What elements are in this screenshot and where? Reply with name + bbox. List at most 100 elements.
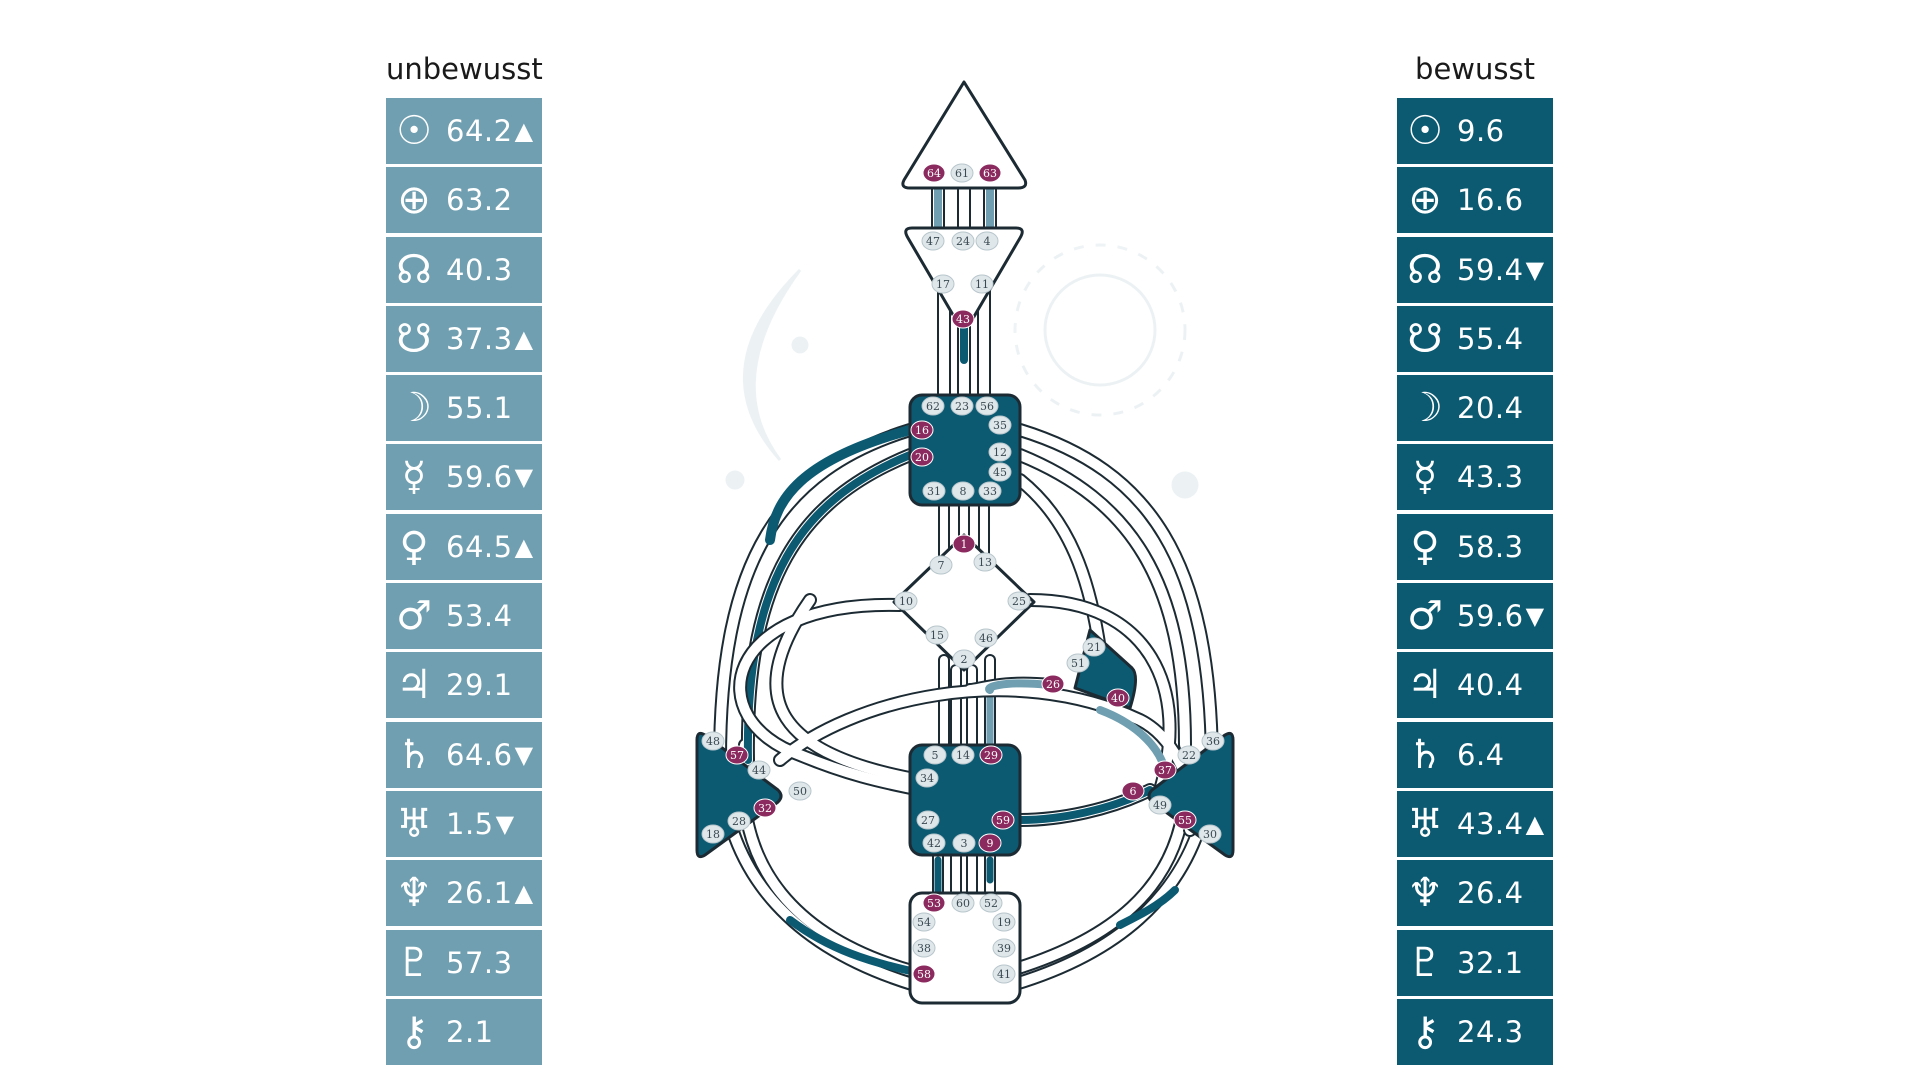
- gate-number: 14: [956, 749, 970, 762]
- gate-27: 27: [916, 810, 940, 830]
- gate-bubble: [1007, 591, 1031, 611]
- planet-gate-value: 64.5: [446, 529, 513, 564]
- gate-bubble: [1177, 745, 1201, 765]
- gate-number: 8: [960, 485, 967, 498]
- gate-bubble: [910, 447, 934, 467]
- planet-row: ♆26.1▲: [386, 860, 542, 927]
- north-node-icon: ☊: [1407, 246, 1443, 293]
- gate-number: 48: [706, 735, 720, 748]
- planet-gate-value: 64.2: [446, 114, 513, 148]
- gate-bubble: [978, 481, 1002, 501]
- gate-37: 37: [1153, 760, 1177, 780]
- gate-49: 49: [1148, 795, 1172, 815]
- moon-icon: ☽: [1407, 385, 1443, 432]
- gate-bubble: [929, 555, 953, 575]
- jupiter-icon: ♃: [1407, 662, 1443, 709]
- venus-icon: ♀: [399, 523, 429, 570]
- gate-bubble: [1198, 824, 1222, 844]
- gate-24: 24: [951, 231, 975, 251]
- gate-number: 53: [927, 897, 941, 910]
- planet-gate-value: 59.6: [1457, 599, 1524, 634]
- planet-gate-value: 24.3: [1457, 1014, 1524, 1049]
- gate-number: 1: [961, 538, 968, 551]
- gate-36: 36: [1201, 731, 1225, 751]
- gate-bubble: [974, 628, 998, 648]
- gate-10: 10: [894, 591, 918, 611]
- gate-number: 6: [1130, 785, 1137, 798]
- planet-row: ☽ 20.4: [1397, 375, 1553, 442]
- gate-64: 64: [922, 163, 946, 183]
- gate-bubble: [1106, 688, 1130, 708]
- gate-bubble: [922, 481, 946, 501]
- saturn-icon: ♄: [1407, 731, 1443, 778]
- gate-number: 13: [978, 556, 992, 569]
- gate-number: 57: [730, 749, 744, 762]
- gate-23: 23: [950, 396, 974, 416]
- root-center: [908, 891, 1022, 1005]
- gate-number: 63: [983, 167, 997, 180]
- planet-gate-value: 9.6: [1457, 114, 1505, 148]
- uranus-icon: ♅: [396, 800, 432, 847]
- gate-number: 26: [1046, 678, 1060, 691]
- planet-row: ♅43.4▲: [1397, 790, 1553, 857]
- gate-number: 54: [917, 916, 931, 929]
- gate-7: 7: [929, 555, 953, 575]
- gate-number: 12: [993, 446, 1007, 459]
- gate-number: 17: [936, 278, 950, 291]
- gate-number: 38: [917, 942, 931, 955]
- gate-63: 63: [978, 163, 1002, 183]
- gate-bubble: [915, 768, 939, 788]
- gate-18: 18: [701, 824, 725, 844]
- earth-icon: ⊕: [397, 177, 431, 224]
- planet-row: ♅1.5▼: [386, 790, 542, 857]
- gate-bubble: [952, 833, 976, 853]
- gate-number: 59: [996, 814, 1010, 827]
- gate-number: 51: [1071, 657, 1085, 670]
- planet-row: ☉9.6: [1397, 98, 1553, 164]
- gate-number: 55: [1178, 814, 1192, 827]
- chiron-icon: ⚷: [399, 1008, 429, 1055]
- gate-bubble: [921, 396, 945, 416]
- gate-62: 62: [921, 396, 945, 416]
- conscious-column-title: bewusst: [1415, 52, 1535, 86]
- chiron-icon: ⚷: [1410, 1008, 1440, 1055]
- planet-gate-value: 37.3: [446, 321, 513, 356]
- gate-bubble: [951, 745, 975, 765]
- planet-row: ☽55.1: [386, 375, 542, 442]
- gate-bubble: [910, 420, 934, 440]
- gate-bubble: [925, 625, 949, 645]
- gate-number: 46: [979, 632, 993, 645]
- gate-14: 14: [951, 745, 975, 765]
- gate-6: 6: [1121, 781, 1145, 801]
- gate-57: 57: [725, 745, 749, 765]
- fixing-arrow-icon: ▼: [1525, 602, 1545, 631]
- gate-34: 34: [915, 768, 939, 788]
- centers: [695, 80, 1235, 1005]
- gate-5: 5: [923, 745, 947, 765]
- gate-44: 44: [747, 760, 771, 780]
- gate-bubble: [922, 833, 946, 853]
- gate-number: 37: [1158, 764, 1172, 777]
- gate-bubble: [951, 309, 975, 329]
- gate-bubble: [978, 163, 1002, 183]
- mercury-icon: ☿: [1412, 454, 1438, 501]
- gate-9: 9: [978, 833, 1002, 853]
- venus-icon: ♀: [1410, 523, 1440, 570]
- planet-row: ⚷2.1: [386, 998, 542, 1065]
- gate-bubble: [952, 534, 976, 554]
- gate-bubble: [912, 912, 936, 932]
- gate-number: 23: [955, 400, 969, 413]
- planet-gate-value: 20.4: [1457, 391, 1524, 426]
- planet-gate-value: 58.3: [1457, 529, 1524, 564]
- gate-61: 61: [950, 163, 974, 183]
- planet-gate-value: 26.1: [446, 876, 513, 911]
- gate-55: 55: [1173, 810, 1197, 830]
- gate-38: 38: [912, 938, 936, 958]
- gate-number: 40: [1111, 692, 1125, 705]
- gate-number: 24: [956, 235, 970, 248]
- gate-bubble: [931, 274, 955, 294]
- planet-gate-value: 57.3: [446, 945, 513, 980]
- fixing-arrow-icon: ▲: [514, 879, 534, 908]
- gate-47: 47: [921, 231, 945, 251]
- gate-bubble: [912, 938, 936, 958]
